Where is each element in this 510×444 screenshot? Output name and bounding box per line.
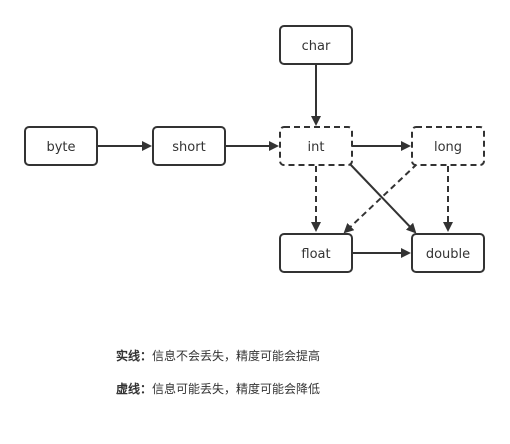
node-float-label: float [301,247,330,262]
node-long-label: long [434,140,462,155]
node-double: double [411,233,485,273]
type-conversion-diagram: byte short char int long float double [24,25,485,273]
legend-dashed-title: 虚线： [116,382,153,396]
legend-solid-text: 信息不会丢失，精度可能会提高 [152,349,321,363]
node-byte-label: byte [46,140,75,155]
node-char: char [279,25,353,65]
node-float: float [279,233,353,273]
node-int: int [279,126,353,166]
legend-solid-title: 实线： [116,349,153,363]
legend-solid-line: 实线：信息不会丢失，精度可能会提高 [116,348,320,364]
legend-dashed-line: 虚线：信息可能丢失，精度可能会降低 [116,381,320,397]
node-int-label: int [308,140,325,155]
node-char-label: char [302,39,331,54]
node-short: short [152,126,226,166]
legend-dashed-text: 信息可能丢失，精度可能会降低 [152,382,321,396]
edge-long-float-dashed [343,163,418,234]
node-double-label: double [426,247,470,262]
node-short-label: short [172,140,205,155]
node-long: long [411,126,485,166]
node-byte: byte [24,126,98,166]
edge-int-double [348,162,417,234]
